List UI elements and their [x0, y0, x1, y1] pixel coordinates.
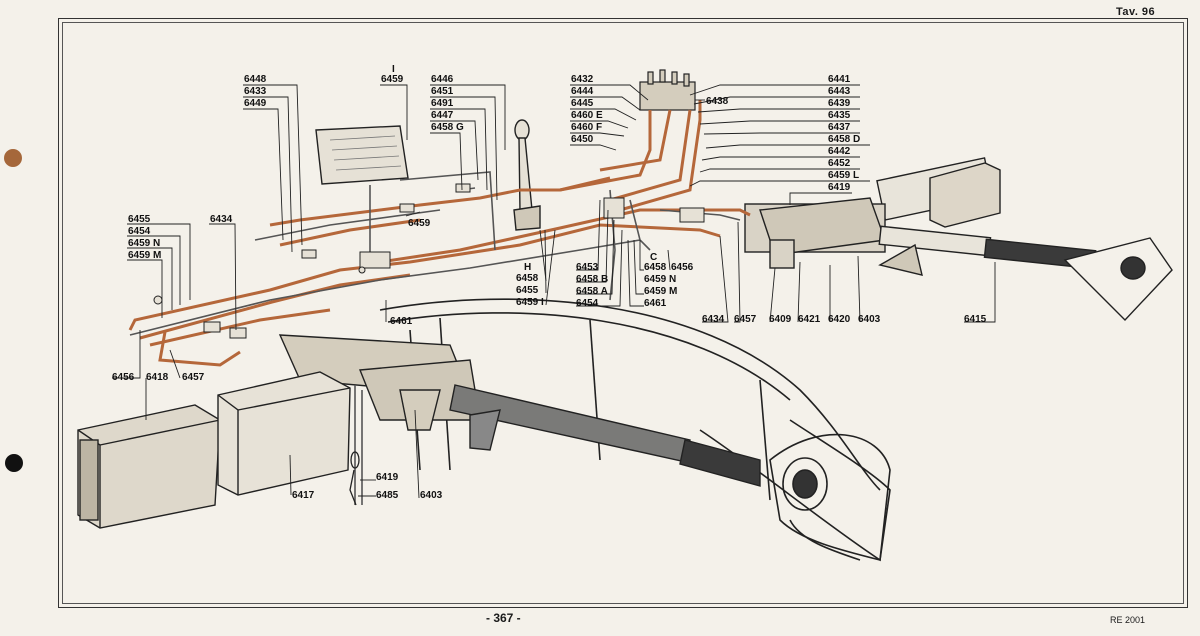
pipe-fittings: [153, 183, 705, 339]
label-6461-left: 6461: [390, 316, 413, 327]
label-6459-m-center: 6459 M: [644, 286, 677, 297]
label-6418: 6418: [146, 372, 169, 383]
label-6461-center: 6461: [644, 298, 667, 309]
label-6447: 6447: [431, 110, 454, 121]
valve-block: [639, 69, 696, 111]
label-6485: 6485: [376, 490, 399, 501]
label-6417: 6417: [292, 490, 315, 501]
inner-frame: [62, 22, 1184, 604]
label-6446: 6446: [431, 74, 454, 85]
label-6459-m-left: 6459 M: [128, 250, 161, 261]
label-6409: 6409: [769, 314, 792, 325]
control-stick: [513, 119, 541, 231]
label-6457-right: 6457: [734, 314, 757, 325]
firing-cable: [349, 451, 360, 506]
label-6434-right: 6434: [702, 314, 725, 325]
pipelines-copper: [128, 100, 751, 367]
pipelines-steel: [129, 171, 741, 505]
label-6420: 6420: [828, 314, 851, 325]
label-6448: 6448: [244, 74, 267, 85]
label-6444: 6444: [571, 86, 594, 97]
label-6452: 6452: [828, 158, 851, 169]
label-6403-lower: 6403: [420, 490, 443, 501]
label-6441: 6441: [828, 74, 851, 85]
label-c: C: [650, 252, 657, 263]
binder-hole-bottom: [5, 454, 23, 472]
label-6437: 6437: [828, 122, 851, 133]
label-6434-left: 6434: [210, 214, 233, 225]
label-6419-lower: 6419: [376, 472, 399, 483]
label-6451: 6451: [431, 86, 454, 97]
label-6460-f: 6460 F: [571, 122, 602, 133]
label-6442: 6442: [828, 146, 851, 157]
label-6458-c: 6458: [644, 262, 667, 273]
label-6403-right: 6403: [858, 314, 881, 325]
label-h: H: [524, 262, 531, 273]
document-code: RE 2001: [1110, 615, 1146, 625]
label-6459-i: 6459: [381, 74, 404, 85]
reservoir-tank: [315, 125, 409, 185]
outer-frame: [58, 18, 1188, 608]
label-6419-upper: 6419: [828, 182, 851, 193]
label-6458-b: 6458 B: [576, 274, 608, 285]
label-6415: 6415: [964, 314, 987, 325]
label-6459-i-marker: I: [392, 64, 395, 75]
label-6443: 6443: [828, 86, 851, 97]
label-6458-d: 6458 D: [828, 134, 860, 145]
label-6445: 6445: [571, 98, 594, 109]
binder-hole-top: [4, 149, 22, 167]
label-6453: 6453: [576, 262, 599, 273]
ammo-box-upper-right: [929, 162, 1001, 228]
label-6460-e: 6460 E: [571, 110, 603, 121]
label-6457-left: 6457: [182, 372, 205, 383]
label-6459-n-left: 6459 N: [128, 238, 160, 249]
callout-labels: 6448 6433 6449 I 6459 6446 6451 6491 644…: [112, 64, 987, 501]
label-6433: 6433: [244, 86, 267, 97]
label-6459-l: 6459 L: [828, 170, 859, 181]
label-6455-left: 6455: [128, 214, 151, 225]
label-6491: 6491: [431, 98, 454, 109]
label-6458-a: 6458 A: [576, 286, 608, 297]
label-6438: 6438: [706, 96, 729, 107]
label-6459-i-center: 6459 I: [516, 297, 544, 308]
page-number: - 367 -: [486, 611, 521, 625]
label-6421: 6421: [798, 314, 821, 325]
label-6450: 6450: [571, 134, 594, 145]
label-6432: 6432: [571, 74, 594, 85]
label-6435: 6435: [828, 110, 851, 121]
label-6456-center: 6456: [671, 262, 694, 273]
wing-opening-lower: [769, 433, 891, 561]
label-6459-n-center: 6459 N: [644, 274, 676, 285]
plate-number: Tav. 96: [1116, 6, 1156, 18]
label-6439: 6439: [828, 98, 851, 109]
label-6458-center: 6458: [516, 273, 539, 284]
label-6454-center: 6454: [576, 298, 599, 309]
ammo-box-rear: [217, 371, 351, 496]
ammo-box-front: [77, 404, 221, 529]
label-6458-g: 6458 G: [431, 122, 464, 133]
label-6454-left: 6454: [128, 226, 151, 237]
label-6449: 6449: [244, 98, 267, 109]
label-6456-left: 6456: [112, 372, 135, 383]
label-6455-center: 6455: [516, 285, 539, 296]
leader-lines: [112, 84, 996, 499]
label-6459-mid: 6459: [408, 218, 431, 229]
